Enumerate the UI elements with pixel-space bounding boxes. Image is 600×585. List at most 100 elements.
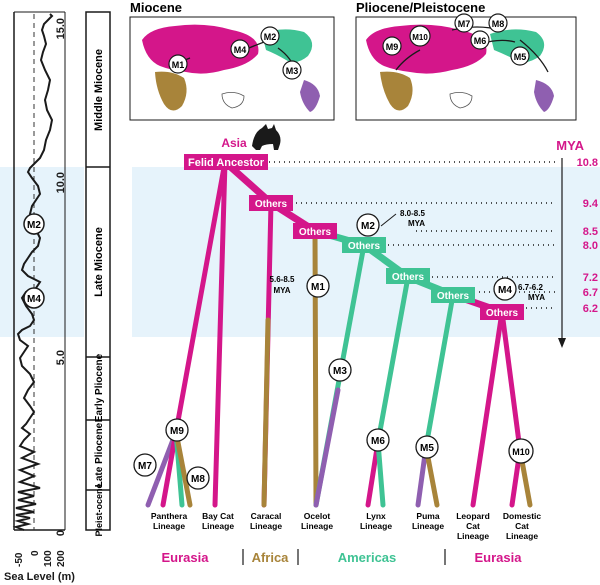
tree-migration-markers: M1 5.6-8.5 MYA M2 8.0-8.5 MYA M3 M4 6.7-… xyxy=(133,209,545,490)
mya-title: MYA xyxy=(556,138,584,153)
lineage-leopard-cat-2: Cat xyxy=(466,521,480,531)
svg-text:M3: M3 xyxy=(286,66,299,76)
others-node-6-label: Others xyxy=(486,308,519,319)
tree-marker-m3 xyxy=(328,358,352,382)
mya-tick-6-2: 6.2 xyxy=(583,303,598,315)
tree-marker-m9 xyxy=(165,418,189,442)
epoch-late-pliocene: Late Pliocene xyxy=(94,422,105,487)
branch-leopard-cat xyxy=(470,309,505,508)
miocene-africa xyxy=(155,71,187,111)
lineage-leopard-cat-3: Lineage xyxy=(457,531,489,541)
others-node-1-label: Others xyxy=(255,199,288,210)
cat-silhouette-icon xyxy=(252,124,281,150)
sea-tick-200: 200 xyxy=(56,550,67,567)
svg-text:M4: M4 xyxy=(234,45,247,55)
lineage-lynx: Lynx xyxy=(366,511,386,521)
miocene-south-america xyxy=(300,80,320,112)
pliocene-australia xyxy=(449,92,473,109)
m2-pointer xyxy=(380,213,397,227)
sea-level-panel: 15.0 10.0 5.0 0 -50 0 100 200 Sea Level … xyxy=(0,11,600,583)
tree-marker-m8 xyxy=(186,466,210,490)
branch-lynx-americas xyxy=(375,439,386,508)
tree-marker-m4 xyxy=(493,277,517,301)
sea-tick-100: 100 xyxy=(43,550,54,567)
tree-root: Asia Felid Ancestor xyxy=(184,124,281,170)
mya-tick-10-8: 10.8 xyxy=(577,157,598,169)
others-node-5 xyxy=(431,287,475,303)
late-miocene-band-left xyxy=(0,167,84,337)
age-tick-0: 0 xyxy=(55,530,67,536)
m4-date-line2: MYA xyxy=(528,293,545,302)
epoch-column: Middle Miocene Late Miocene Early Plioce… xyxy=(85,11,111,537)
pliocene-marker-m6: M6 xyxy=(470,30,490,50)
sea-level-curve xyxy=(12,13,54,531)
branch-panthera-m8b xyxy=(173,429,193,508)
others-node-3 xyxy=(342,237,386,253)
others-node-5-label: Others xyxy=(437,291,470,302)
pliocene-marker-m8: M8 xyxy=(488,13,508,33)
age-tick-15: 15.0 xyxy=(55,18,67,39)
epoch-early-pliocene: Early Pliocene xyxy=(94,353,105,422)
svg-text:M2: M2 xyxy=(264,32,277,42)
tree-marker-m1 xyxy=(306,274,330,298)
svg-text:M1: M1 xyxy=(172,60,185,70)
others-node-2 xyxy=(293,223,337,239)
tree-marker-m6-label: M6 xyxy=(371,436,385,447)
lineage-puma-2: Lineage xyxy=(412,521,444,531)
epoch-middle-miocene: Middle Miocene xyxy=(93,49,105,131)
miocene-map: Miocene M1 M2 M3 M4 xyxy=(129,0,335,121)
others-node-4 xyxy=(386,268,430,284)
tree-marker-m8-label: M8 xyxy=(191,474,205,485)
epoch-late-miocene: Late Miocene xyxy=(93,227,105,297)
m1-date-line2: MYA xyxy=(273,286,290,295)
sea-marker-m4 xyxy=(23,287,45,309)
svg-text:M10: M10 xyxy=(412,33,428,42)
branch-panthera-main xyxy=(160,429,179,508)
lineage-ocelot-2: Lineage xyxy=(301,521,333,531)
region-eurasia-right: Eurasia xyxy=(475,550,523,565)
mya-tick-9-4: 9.4 xyxy=(583,198,599,210)
lineage-caracal: Caracal xyxy=(251,511,282,521)
region-labels: Eurasia Africa Americas Eurasia xyxy=(162,549,523,565)
m2-date-line1: 8.0-8.5 xyxy=(400,209,425,218)
svg-text:M9: M9 xyxy=(386,42,399,52)
pliocene-north-america xyxy=(490,29,545,63)
branch-ocelot-purple xyxy=(313,387,341,508)
tree-marker-m10 xyxy=(508,438,534,464)
others-node-2-label: Others xyxy=(299,227,332,238)
lineage-panthera: Panthera xyxy=(151,511,188,521)
tree-marker-m3-label: M3 xyxy=(333,366,347,377)
tree-marker-m7-label: M7 xyxy=(138,461,152,472)
branch-domestic-stem xyxy=(499,309,523,453)
mya-tick-7-2: 7.2 xyxy=(583,272,598,284)
lineage-ocelot: Ocelot xyxy=(304,511,331,521)
others-node-1 xyxy=(249,195,293,211)
sea-marker-m4-label: M4 xyxy=(27,294,41,305)
svg-text:M5: M5 xyxy=(514,52,527,62)
sea-tick-neg50: -50 xyxy=(14,552,25,567)
mya-tick-6-7: 6.7 xyxy=(583,287,598,299)
pliocene-africa xyxy=(380,71,413,111)
epoch-pleistocene: Pleist-ocene xyxy=(94,483,104,536)
pliocene-arrow-m5 xyxy=(519,39,549,73)
miocene-marker-m3: M3 xyxy=(282,60,302,80)
lineage-bay-cat-2: Lineage xyxy=(202,521,234,531)
tree-marker-m10-label: M10 xyxy=(512,447,530,457)
lineage-bay-cat: Bay Cat xyxy=(202,511,234,521)
branch-ocelot-africa xyxy=(312,228,319,508)
branch-panthera-stem xyxy=(173,159,228,435)
region-africa: Africa xyxy=(252,550,290,565)
pliocene-marker-m9: M9 xyxy=(382,36,402,56)
tree-marker-m2-label: M2 xyxy=(361,221,375,232)
lineage-puma: Puma xyxy=(416,511,439,521)
pliocene-marker-m5: M5 xyxy=(510,46,530,66)
felid-ancestor-node xyxy=(184,154,268,170)
tree-marker-m4-label: M4 xyxy=(498,285,512,296)
sea-tick-0: 0 xyxy=(30,550,41,556)
lineage-labels: Panthera Lineage Bay Cat Lineage Caracal… xyxy=(151,511,542,541)
m2-date-line2: MYA xyxy=(408,219,425,228)
tree-marker-m5 xyxy=(415,435,439,459)
svg-text:M7: M7 xyxy=(458,19,471,29)
tree-marker-m5-label: M5 xyxy=(420,443,434,454)
